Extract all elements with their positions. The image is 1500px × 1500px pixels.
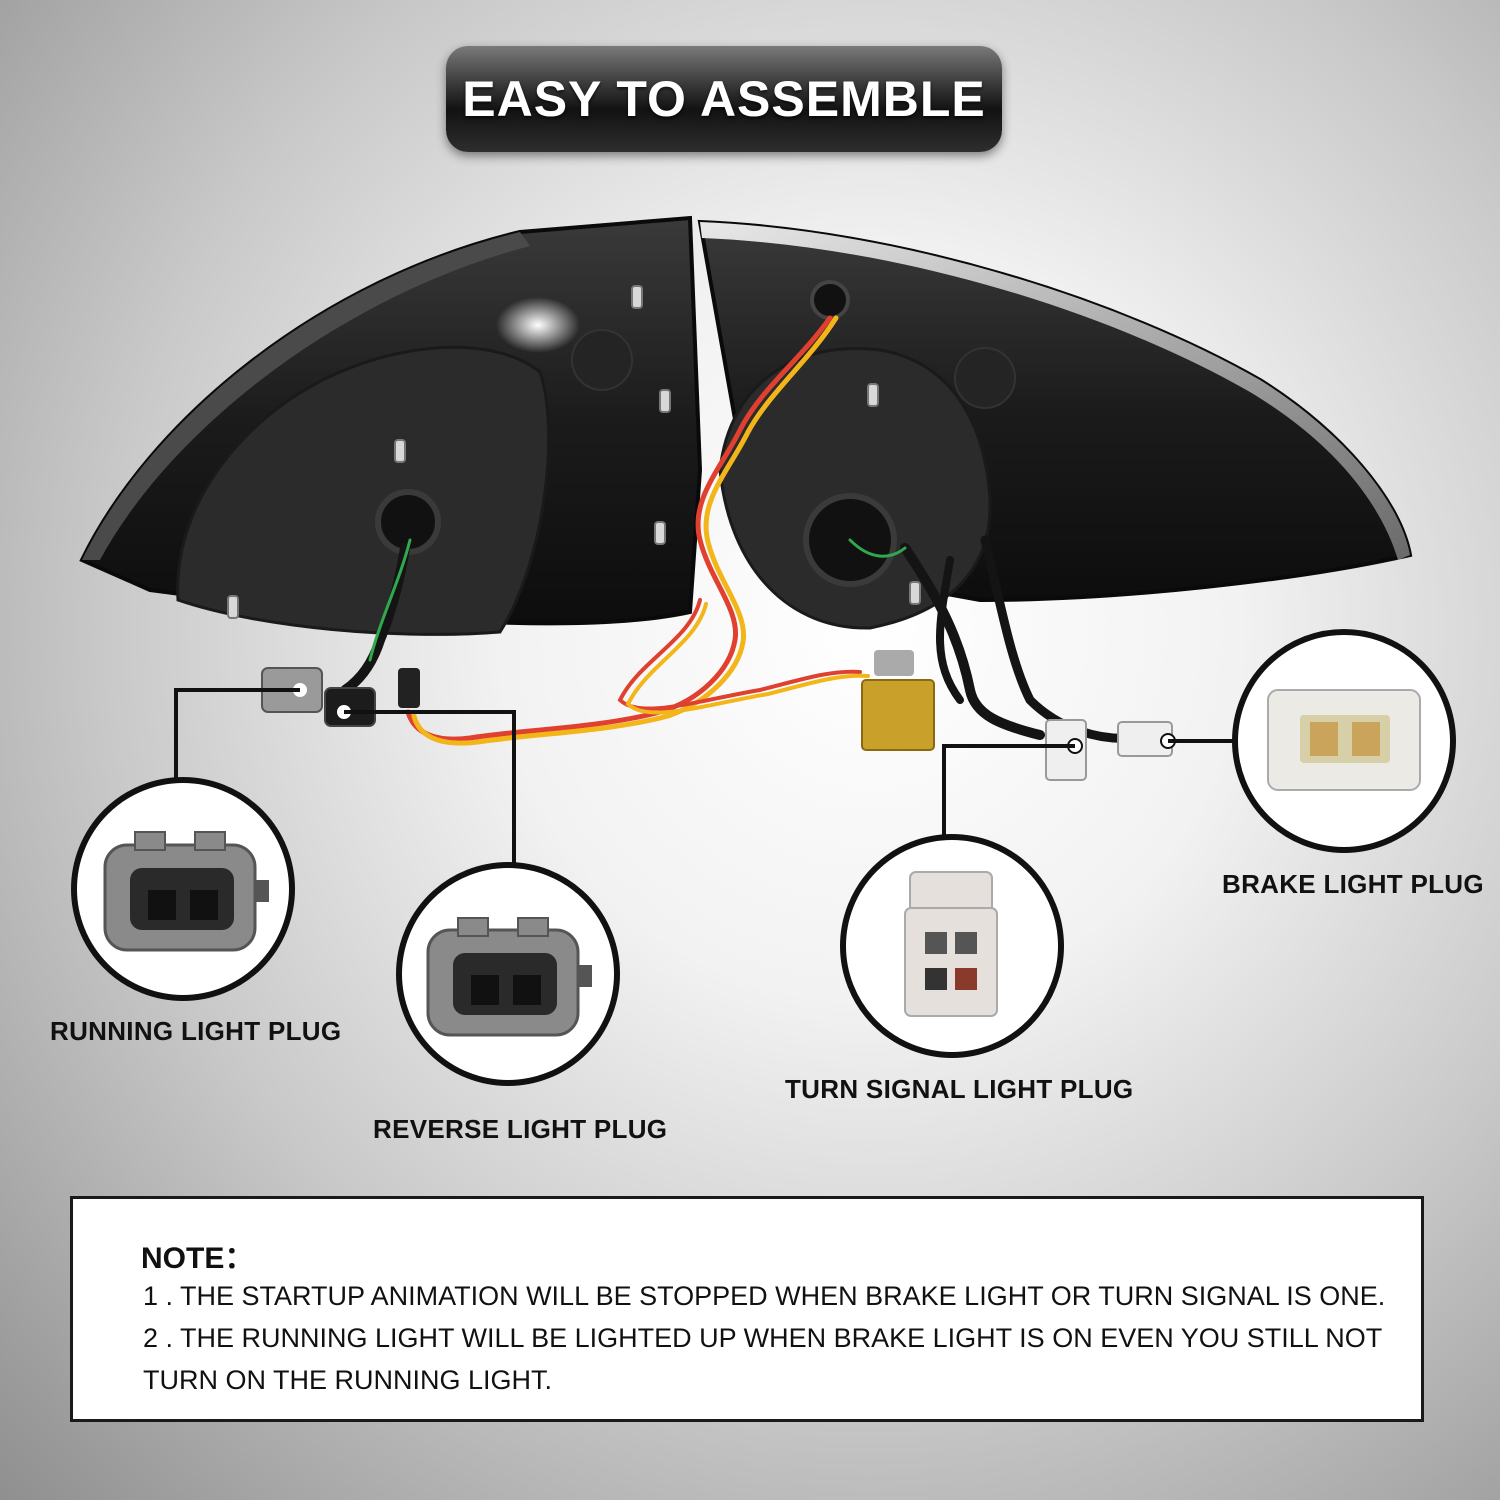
brake-light-plug-label: BRAKE LIGHT PLUG	[1222, 869, 1484, 899]
note-line-3: TURN ON THE RUNNING LIGHT.	[143, 1365, 553, 1395]
reverse-light-plug-label: REVERSE LIGHT PLUG	[373, 1114, 668, 1144]
wiring-harness	[340, 315, 1135, 746]
note-line-1: 1 . THE STARTUP ANIMATION WILL BE STOPPE…	[143, 1281, 1386, 1311]
turn-signal-plug-icon	[840, 834, 1064, 1058]
reverse-light-plug-icon	[396, 862, 620, 1086]
brake-light-plug-icon	[1232, 629, 1456, 853]
turn-signal-plug-label: TURN SIGNAL LIGHT PLUG	[785, 1074, 1134, 1104]
tail-light-assembly-image	[79, 215, 1413, 636]
running-light-plug-icon	[71, 777, 295, 1001]
note-title: NOTE：	[141, 1242, 255, 1275]
banner-title: EASY TO ASSEMBLE	[462, 71, 986, 127]
leader-lines	[174, 688, 1236, 864]
title-banner: EASY TO ASSEMBLE	[446, 46, 1002, 152]
note-box: NOTE： 1 . THE STARTUP ANIMATION WILL BE …	[70, 1196, 1424, 1422]
note-line-2: 2 . THE RUNNING LIGHT WILL BE LIGHTED UP…	[143, 1323, 1383, 1353]
harness-connectors	[261, 650, 1176, 781]
running-light-plug-label: RUNNING LIGHT PLUG	[50, 1016, 342, 1046]
